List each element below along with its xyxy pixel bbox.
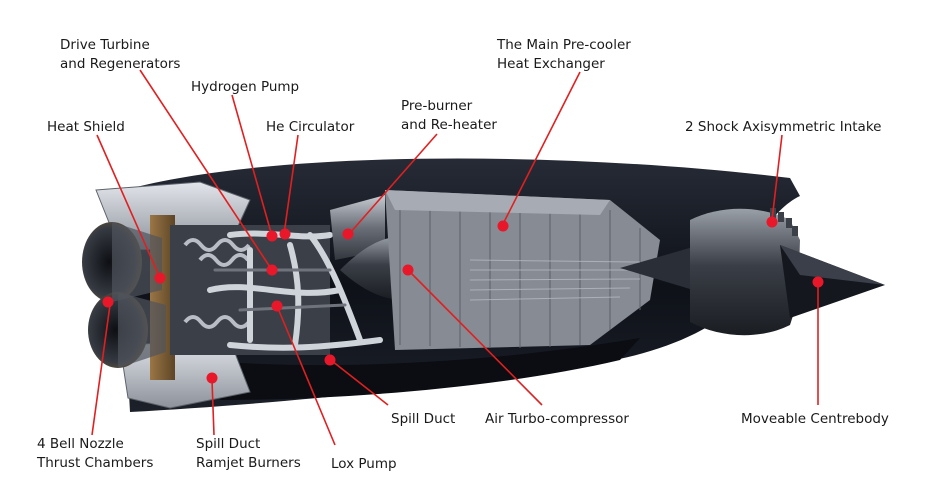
marker-spill-duct xyxy=(324,354,336,366)
label-air-turbo-compressor: Air Turbo-compressor xyxy=(485,411,629,427)
marker-intake xyxy=(766,216,778,228)
leader-drive-turbine xyxy=(139,69,273,271)
marker-lox-pump xyxy=(271,300,283,312)
label-hydrogen-pump: Hydrogen Pump xyxy=(191,79,299,95)
precooler-stripes xyxy=(469,259,641,301)
label-spill-duct: Spill Duct xyxy=(391,411,455,427)
bell-nozzle-2-body xyxy=(118,292,166,368)
intake-lip xyxy=(690,208,800,336)
label-spill-duct-ramjet: Spill Duct Ramjet Burners xyxy=(196,436,301,471)
leader-he-circulator xyxy=(283,134,299,235)
leader-intake xyxy=(771,134,783,221)
centrebody-highlight xyxy=(780,245,885,285)
markers xyxy=(102,216,824,384)
label-centrebody: Moveable Centrebody xyxy=(741,411,889,427)
leader-heat-shield xyxy=(96,134,161,279)
leader-air-turbo xyxy=(407,269,543,406)
intake-inner-cone xyxy=(620,245,700,292)
labels: Drive Turbine and Regenerators Hydrogen … xyxy=(36,37,889,472)
marker-he-circulator xyxy=(279,228,291,240)
leader-main-precooler xyxy=(502,71,581,225)
turbomachinery-coils xyxy=(183,238,251,329)
marker-heat-shield xyxy=(154,272,166,284)
marker-pre-burner xyxy=(342,228,354,240)
precooler-top-plate xyxy=(385,190,610,215)
marker-air-turbo xyxy=(402,264,414,276)
marker-drive-turbine xyxy=(266,264,278,276)
marker-centrebody xyxy=(812,276,824,288)
bell-nozzle-1-body xyxy=(112,222,162,302)
leader-bell-nozzle xyxy=(91,304,111,436)
engine-illustration xyxy=(82,158,885,412)
marker-hydrogen-pump xyxy=(266,230,278,242)
label-he-circulator: He Circulator xyxy=(266,119,355,135)
pre-burner-housing xyxy=(330,195,385,260)
marker-spill-duct-ramjet xyxy=(206,372,218,384)
label-bell-nozzle: 4 Bell Nozzle Thrust Chambers xyxy=(36,436,153,471)
marker-main-precooler xyxy=(497,220,509,232)
leader-hydrogen-pump xyxy=(231,94,273,237)
label-lox-pump: Lox Pump xyxy=(331,456,397,472)
label-intake: 2 Shock Axisymmetric Intake xyxy=(685,119,881,135)
marker-bell-nozzle xyxy=(102,296,114,308)
label-pre-burner: Pre-burner and Re-heater xyxy=(401,98,497,133)
leader-lines xyxy=(91,69,819,446)
leader-lox-pump xyxy=(276,305,336,446)
leader-pre-burner xyxy=(349,133,438,234)
label-main-precooler: The Main Pre-cooler Heat Exchanger xyxy=(496,37,635,72)
label-drive-turbine: Drive Turbine and Regenerators xyxy=(60,37,180,72)
leader-spill-duct-ramjet xyxy=(211,379,215,436)
label-heat-shield: Heat Shield xyxy=(47,119,125,135)
leader-spill-duct xyxy=(331,360,389,406)
